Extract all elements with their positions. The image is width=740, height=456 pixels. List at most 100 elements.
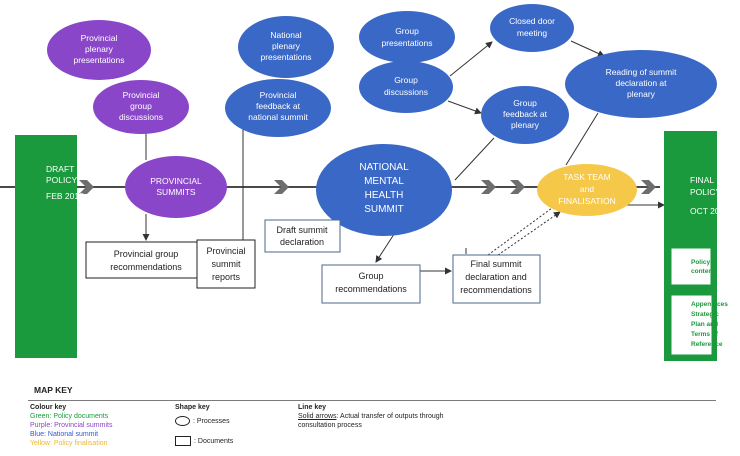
svg-text:Provincial: Provincial: [260, 90, 297, 100]
svg-text:declaration and: declaration and: [465, 272, 527, 282]
svg-text:Provincial group: Provincial group: [114, 249, 179, 259]
svg-text:reports: reports: [212, 272, 241, 282]
svg-text:and: and: [580, 184, 594, 194]
line-key-solid-text: : Actual transfer of outputs through: [336, 413, 444, 420]
closed-door-node: Closed door meeting: [490, 4, 574, 52]
svg-text:Policy: Policy: [691, 259, 711, 266]
provincial-group-discussions-node: Provincial group discussions: [93, 80, 189, 134]
map-key-title: MAP KEY: [34, 385, 73, 395]
svg-text:Appendices: Appendices: [691, 301, 728, 308]
svg-text:DRAFT: DRAFT: [46, 164, 74, 174]
svg-text:FINALISATION: FINALISATION: [558, 196, 615, 206]
shape-key-processes: : Processes: [193, 417, 230, 425]
colour-key-green: Green: Policy documents: [30, 413, 109, 420]
provincial-summits-node: PROVINCIAL SUMMITS: [125, 156, 227, 218]
provincial-feedback-node: Provincial feedback at national summit: [225, 79, 331, 137]
draft-declaration-box: Draft summit declaration: [264, 219, 341, 253]
svg-text:summit: summit: [212, 259, 241, 269]
group-presentations-node: Group presentations: [359, 11, 455, 63]
svg-text:Reading of summit: Reading of summit: [606, 67, 678, 77]
task-team-node: TASK TEAM and FINALISATION: [537, 164, 637, 216]
svg-text:FEB 2012: FEB 2012: [46, 191, 84, 201]
svg-text:presentations: presentations: [381, 38, 432, 48]
svg-text:Strategic: Strategic: [691, 311, 719, 318]
svg-text:SUMMIT: SUMMIT: [364, 204, 403, 215]
national-summit-node: NATIONAL MENTAL HEALTH SUMMIT: [316, 144, 452, 236]
line-key-solid-text2: consultation process: [298, 422, 362, 429]
svg-text:feedback at: feedback at: [256, 101, 301, 111]
rectangle-icon: [175, 436, 191, 446]
chevron-right-icon: [79, 180, 94, 194]
svg-text:plenary: plenary: [272, 41, 301, 51]
svg-text:Group: Group: [513, 98, 537, 108]
chevron-icons: [79, 180, 656, 194]
draft-policy-bar: DRAFT POLICY FEB 2012: [15, 135, 84, 358]
colour-key-heading: Colour key: [30, 404, 67, 411]
svg-text:Group: Group: [395, 26, 419, 36]
policy-content-box: [670, 247, 712, 286]
svg-text:plenary: plenary: [85, 44, 114, 54]
svg-text:discussions: discussions: [384, 87, 428, 97]
svg-text:plenary: plenary: [627, 89, 656, 99]
final-policy-bar: FINAL POLICY OCT 2013 Policy content App…: [664, 131, 729, 361]
svg-text:feedback at: feedback at: [503, 109, 548, 119]
svg-text:HEALTH: HEALTH: [365, 190, 404, 201]
svg-text:Provincial: Provincial: [81, 33, 118, 43]
line-key-heading: Line key: [298, 404, 327, 411]
shape-key-documents: : Documents: [194, 437, 234, 445]
svg-text:discussions: discussions: [119, 112, 163, 122]
svg-text:NATIONAL: NATIONAL: [359, 162, 409, 173]
svg-text:Terms of: Terms of: [691, 331, 719, 338]
map-key-divider: [28, 400, 716, 401]
final-declaration-box: Final summit declaration and recommendat…: [452, 254, 541, 304]
svg-text:SUMMITS: SUMMITS: [156, 187, 196, 197]
svg-text:Plan and: Plan and: [691, 321, 718, 328]
appendices-box: [670, 294, 713, 356]
svg-text:declaration: declaration: [280, 237, 324, 247]
svg-text:Draft summit: Draft summit: [276, 225, 328, 235]
provincial-summit-reports-box: Provincial summit reports: [196, 239, 256, 289]
group-recommendations-box: Group recommendations: [321, 264, 421, 304]
svg-text:content: content: [691, 268, 715, 275]
colour-key-blue: Blue: National summit: [30, 431, 99, 438]
reading-declaration-node: Reading of summit declaration at plenary: [565, 50, 717, 118]
svg-text:Closed door: Closed door: [509, 16, 555, 26]
ellipse-icon: [175, 416, 190, 426]
svg-text:recommendations: recommendations: [460, 285, 532, 295]
svg-text:group: group: [130, 101, 152, 111]
svg-text:Provincial: Provincial: [206, 246, 245, 256]
svg-text:declaration at: declaration at: [615, 78, 667, 88]
svg-text:OCT 2013: OCT 2013: [690, 206, 729, 216]
svg-text:National: National: [270, 30, 301, 40]
provincial-group-recs-box: Provincial group recommendations: [85, 241, 204, 279]
svg-text:Group: Group: [358, 271, 383, 281]
svg-text:recommendations: recommendations: [110, 262, 182, 272]
svg-text:POLICY: POLICY: [46, 175, 78, 185]
national-plenary-node: National plenary presentations: [238, 16, 334, 78]
svg-text:plenary: plenary: [511, 120, 540, 130]
chevron-right-icon: [510, 180, 525, 194]
svg-text:POLICY: POLICY: [690, 187, 722, 197]
line-key-solid-label: Solid arrows: [298, 413, 337, 420]
svg-text:Provincial: Provincial: [123, 90, 160, 100]
svg-text:Group: Group: [394, 75, 418, 85]
svg-text:Final summit: Final summit: [470, 259, 522, 269]
shape-key-heading: Shape key: [175, 404, 210, 411]
group-discussions-node: Group discussions: [359, 61, 453, 113]
shape-key-process-row: : Processes: [175, 416, 233, 426]
svg-text:meeting: meeting: [517, 28, 548, 38]
svg-text:presentations: presentations: [73, 55, 124, 65]
svg-text:national summit: national summit: [248, 112, 308, 122]
chevron-right-icon: [274, 180, 289, 194]
svg-text:Reference: Reference: [691, 341, 723, 348]
chevron-right-icon: [641, 180, 656, 194]
colour-key-purple: Purple: Provincial summits: [30, 422, 113, 429]
line-key: Line key Solid arrows: Actual transfer o…: [298, 403, 444, 430]
svg-text:presentations: presentations: [260, 52, 311, 62]
shape-key-document-row: : Documents: [175, 436, 233, 446]
svg-text:PROVINCIAL: PROVINCIAL: [150, 176, 202, 186]
colour-key-yellow: Yellow: Policy finalisation: [30, 440, 108, 447]
svg-text:MENTAL: MENTAL: [364, 176, 404, 187]
group-feedback-node: Group feedback at plenary: [481, 86, 569, 144]
svg-text:TASK TEAM: TASK TEAM: [563, 172, 610, 182]
